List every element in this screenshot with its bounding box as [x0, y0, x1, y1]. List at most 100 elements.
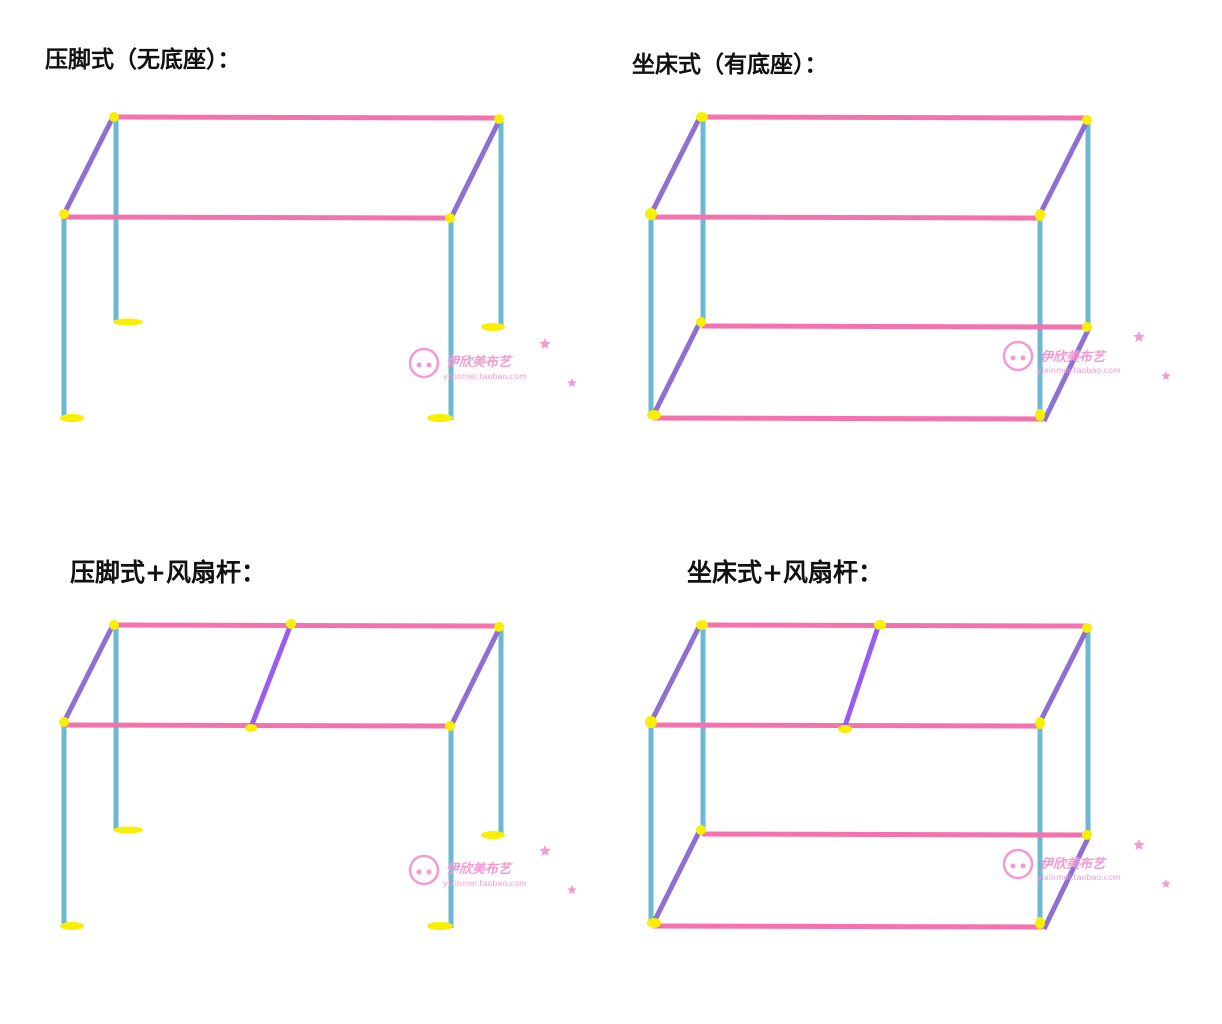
watermark-face-icon: [408, 854, 440, 886]
watermark-brand: 伊欣美布艺: [446, 354, 513, 370]
watermark-url: yixinmei.taobao.com: [443, 372, 527, 381]
rail-top-back: [702, 114, 1088, 121]
watermark-star-icon: [567, 378, 577, 387]
watermark-3: 伊欣美布艺 yixinmei.taobao.com: [443, 861, 527, 888]
foot: [60, 414, 84, 422]
joint: [838, 725, 852, 733]
rail-side-right: [448, 627, 502, 728]
watermark-face-icon: [408, 347, 440, 379]
watermark-eye: [1020, 355, 1026, 361]
joint: [1035, 917, 1045, 929]
foot: [481, 323, 505, 331]
fan-rod: [248, 623, 294, 728]
joint: [1035, 717, 1045, 729]
frame-no-base-fan: [59, 619, 505, 930]
watermark-star-icon: [1133, 331, 1145, 342]
rail-bottom-front: [652, 415, 1044, 422]
watermark-star-icon: [1133, 839, 1145, 850]
watermark-2: 伊欣美布艺 yixinmei.taobao.com: [1037, 349, 1121, 375]
rail-side-top-right: [1037, 119, 1090, 216]
frame-with-base-fan: [645, 620, 1092, 931]
joint: [696, 825, 706, 835]
joint: [59, 209, 69, 219]
joint: [445, 213, 455, 223]
watermark-logo: [408, 845, 577, 894]
joint: [494, 622, 504, 632]
rail-bottom-back: [701, 323, 1088, 330]
rail-side-top-right: [1037, 627, 1090, 724]
watermark-eye: [416, 869, 422, 875]
joint: [1035, 209, 1045, 221]
joint: [1035, 409, 1045, 421]
watermark-star-icon: [567, 885, 577, 894]
joint: [647, 918, 661, 928]
watermark-4: 伊欣美布艺 yixinmei.taobao.com: [1037, 856, 1121, 882]
rail-side-left: [61, 115, 116, 216]
watermark-star-icon: [539, 845, 551, 856]
joint: [286, 619, 296, 629]
watermark-url: yixinmei.taobao.com: [443, 879, 527, 888]
rail-side-bottom-right: [1041, 326, 1092, 423]
rail-side-left: [61, 623, 116, 724]
joint: [645, 716, 657, 728]
watermark-brand: 伊欣美布艺: [1040, 349, 1107, 365]
rail-top-back: [115, 622, 500, 629]
rail-bottom-front: [652, 923, 1044, 930]
foot: [113, 318, 143, 326]
watermark-eye: [1010, 355, 1016, 361]
watermark-star-icon: [539, 338, 551, 349]
watermark-star-icon: [1161, 371, 1171, 380]
watermark-logo: [1002, 331, 1171, 380]
joint: [696, 317, 706, 327]
joint: [494, 114, 504, 124]
rail-top-front: [63, 722, 452, 729]
panel-title-no-base-fan: 压脚式+风扇杆：: [70, 558, 266, 587]
joint: [1082, 830, 1092, 840]
rail-top-back: [115, 114, 500, 121]
watermark-logo: [408, 338, 577, 387]
joint: [696, 112, 708, 122]
joint: [1082, 623, 1092, 633]
joint: [647, 410, 661, 420]
rail-top-back: [702, 622, 1088, 629]
joint: [109, 112, 119, 122]
foot: [113, 826, 143, 834]
rail-top-front: [650, 214, 1041, 221]
rail-side-right: [448, 119, 502, 220]
watermark-eye: [426, 362, 432, 368]
frame-no-base: [59, 112, 505, 422]
rail-side-bottom-left: [650, 828, 703, 926]
foot: [60, 922, 84, 930]
foot: [427, 414, 453, 422]
fan-rod: [841, 623, 882, 730]
joint: [645, 208, 657, 220]
joint: [59, 717, 69, 727]
watermark-eye: [426, 869, 432, 875]
joint: [696, 620, 708, 630]
rail-side-top-left: [648, 623, 703, 724]
watermark-face-icon: [1002, 848, 1034, 880]
foot: [427, 922, 453, 930]
rail-side-top-left: [648, 115, 703, 216]
rail-side-bottom-left: [650, 320, 703, 418]
joint: [1082, 115, 1092, 125]
foot: [481, 831, 505, 839]
joint: [1082, 322, 1092, 332]
watermark-eye: [1010, 863, 1016, 869]
panel-title-no-base: 压脚式（无底座）：: [45, 47, 241, 73]
rail-bottom-back: [701, 831, 1088, 838]
watermark-logo: [1002, 839, 1171, 888]
watermark-brand: 伊欣美布艺: [1040, 856, 1107, 872]
watermark-1: 伊欣美布艺 yixinmei.taobao.com: [443, 354, 527, 381]
joint: [874, 620, 886, 630]
watermark-face-icon: [1002, 340, 1034, 372]
joint: [109, 620, 119, 630]
joint: [245, 724, 257, 732]
watermark-eye: [1020, 863, 1026, 869]
watermark-brand: 伊欣美布艺: [446, 861, 513, 877]
rail-top-front: [63, 214, 452, 221]
watermark-url: yixinmei.taobao.com: [1037, 873, 1121, 882]
watermark-url: yixinmei.taobao.com: [1037, 366, 1121, 375]
panel-title-with-base-fan: 坐床式+风扇杆：: [687, 558, 883, 587]
